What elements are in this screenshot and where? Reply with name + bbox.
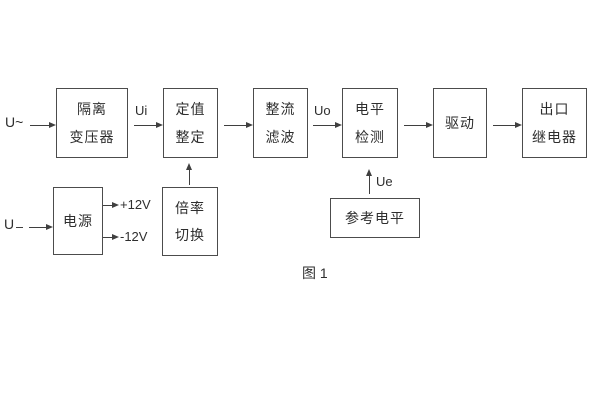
block-label: 滤波 [265, 128, 296, 145]
block-driver: 驱动 [433, 88, 487, 158]
arrow-ratio-to-setting-icon [186, 163, 192, 185]
block-label: 整定 [175, 128, 206, 145]
block-label: 继电器 [532, 128, 577, 145]
signal-label-uo: Uo [314, 103, 331, 118]
signal-label-minus12v: -12V [120, 229, 148, 244]
block-label: 检测 [355, 128, 385, 145]
arrow-minus12v-icon [103, 234, 119, 240]
block-label: 出口 [539, 101, 570, 118]
block-level-detect: 电平 检测 [342, 88, 398, 158]
block-setting-adjust: 定值 整定 [163, 88, 218, 158]
arrow-plus12v-icon [103, 202, 119, 208]
block-rectifier-filter: 整流 滤波 [253, 88, 308, 158]
block-label: 参考电平 [345, 210, 405, 226]
arrow-level-to-driver-icon [404, 122, 433, 128]
figure-caption: 图 1 [302, 265, 328, 281]
arrow-ac-input-icon [30, 122, 56, 128]
signal-label-ui: Ui [135, 103, 148, 118]
block-label: 电源 [63, 213, 93, 229]
block-isolation-transformer: 隔离 变压器 [56, 88, 128, 158]
block-label: 整流 [265, 101, 296, 118]
input-label-dc: U [4, 216, 15, 232]
input-label-ac: U~ [5, 114, 24, 130]
arrow-transformer-to-setting-icon [134, 122, 163, 128]
signal-label-plus12v: +12V [120, 197, 151, 212]
block-label: 驱动 [445, 115, 475, 131]
arrow-driver-to-relay-icon [493, 122, 522, 128]
block-reference-level: 参考电平 [330, 198, 420, 238]
block-ratio-switch: 倍率 切换 [162, 187, 218, 256]
signal-label-ue: Ue [376, 174, 393, 189]
block-label: 切换 [175, 227, 205, 243]
block-power-supply: 电源 [53, 187, 103, 255]
arrow-dc-input-icon [16, 224, 53, 230]
arrow-rectifier-to-level-icon [313, 122, 342, 128]
block-label: 倍率 [175, 200, 205, 216]
block-label: 隔离 [77, 101, 107, 118]
block-output-relay: 出口 继电器 [522, 88, 587, 158]
block-label: 电平 [355, 101, 385, 118]
arrow-setting-to-rectifier-icon [224, 122, 253, 128]
block-label: 变压器 [69, 128, 115, 145]
block-label: 定值 [175, 101, 206, 118]
arrow-reference-to-level-icon [366, 169, 372, 194]
